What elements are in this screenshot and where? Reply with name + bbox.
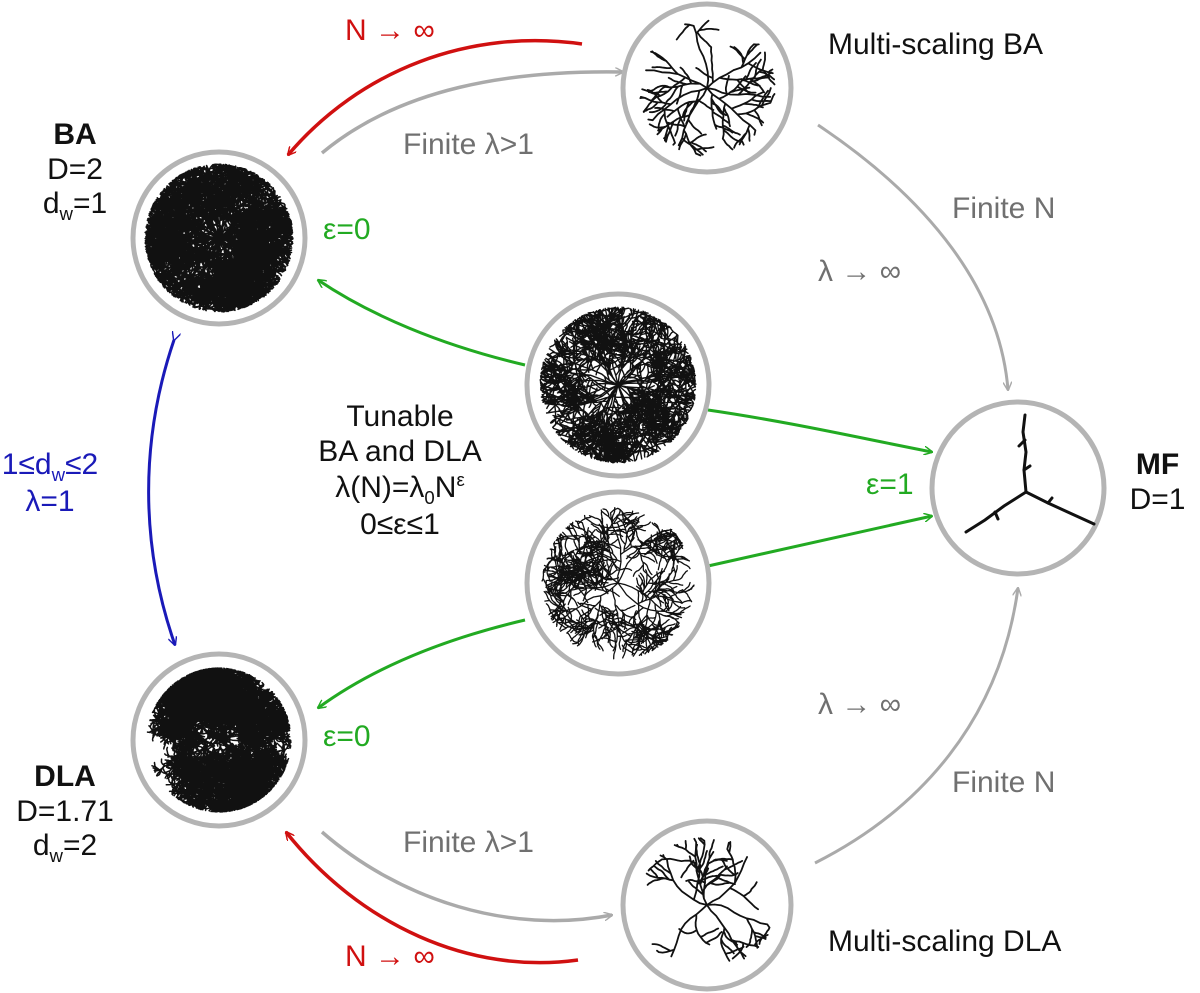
- arrow-gray-msdla-mf: [814, 588, 1018, 865]
- arrow-green-to-ba: [318, 280, 526, 367]
- blue-walk-range: 1≤dw≤2: [1, 448, 99, 485]
- finite-lambda-bottom-label: Finite λ>1: [403, 826, 534, 859]
- cluster-branches: [639, 19, 776, 157]
- tunable-range: 0≤ε≤1: [360, 508, 440, 542]
- tunable-dla-cluster-image: [541, 507, 695, 660]
- ba-cluster-image: [144, 163, 294, 313]
- ba-label: BA D=2 dw=1: [20, 118, 130, 224]
- dla-dimension: D=1.71: [16, 794, 114, 828]
- finite-n-bottom-label: Finite N: [952, 766, 1056, 799]
- arrow-blue-ba-dla: [147, 340, 175, 645]
- finite-lambda-top-label: Finite λ>1: [403, 128, 534, 161]
- dla-label: DLA D=1.71 dw=2: [5, 760, 125, 866]
- blue-walk-label: 1≤dw≤2 λ=1: [0, 448, 100, 520]
- n-infinity-top-label: N → ∞: [345, 14, 435, 47]
- tunable-ba-cluster-image: [539, 306, 697, 464]
- arrows: [147, 38, 1018, 965]
- tunable-formula: λ(N)=λ0Nε: [335, 469, 465, 508]
- finite-n-top-label: Finite N: [952, 192, 1056, 225]
- ba-walk-dimension: dw=1: [42, 187, 108, 224]
- blue-lambda-value: λ=1: [25, 485, 75, 519]
- tunable-line1: Tunable: [346, 400, 454, 433]
- ms-dla-cluster-image: [645, 837, 771, 962]
- dla-walk-dimension: dw=2: [32, 829, 98, 866]
- n-infinity-bottom-label: N → ∞: [345, 940, 435, 973]
- cluster-branches: [146, 667, 292, 813]
- cluster-branches: [144, 163, 294, 313]
- ms-ba-label: Multi-scaling BA: [828, 28, 1044, 61]
- cluster-branches: [541, 507, 695, 660]
- node-circles: [130, 1, 1107, 992]
- epsilon-zero-top-label: ε=0: [323, 213, 371, 246]
- arrow-green-to-mf-bottom: [707, 516, 932, 568]
- ms-ba-cluster-image: [639, 19, 776, 157]
- arrow-gray-bottom: [320, 830, 612, 923]
- arrow-red-bottom: [286, 832, 579, 965]
- epsilon-one-label: ε=1: [866, 468, 914, 501]
- dla-name: DLA: [34, 760, 96, 793]
- lambda-infinity-top-label: λ → ∞: [818, 255, 902, 288]
- arrow-gray-top: [320, 72, 623, 155]
- dla-cluster-image: [146, 667, 292, 813]
- ba-name: BA: [53, 118, 97, 151]
- mf-cluster-image: [964, 413, 1096, 534]
- epsilon-zero-bottom-label: ε=0: [323, 720, 371, 753]
- arrow-green-to-mf-top: [707, 408, 932, 452]
- cluster-branches: [539, 306, 697, 464]
- cluster-branches: [645, 837, 771, 962]
- arrow-gray-msba-mf: [817, 123, 1008, 390]
- lambda-infinity-bottom-label: λ → ∞: [818, 688, 902, 721]
- ms-dla-label: Multi-scaling DLA: [828, 925, 1062, 958]
- tunable-label: Tunable BA and DLA λ(N)=λ0Nε 0≤ε≤1: [285, 400, 515, 543]
- mf-node-circle: [929, 399, 1107, 577]
- arrow-green-to-dla: [318, 618, 526, 708]
- mf-label: MF D=1: [1115, 448, 1200, 517]
- tunable-line2: BA and DLA: [318, 434, 482, 468]
- arrow-red-top: [288, 38, 583, 155]
- mf-name: MF: [1135, 448, 1180, 481]
- mf-dimension: D=1: [1129, 482, 1186, 516]
- ba-dimension: D=2: [47, 152, 103, 186]
